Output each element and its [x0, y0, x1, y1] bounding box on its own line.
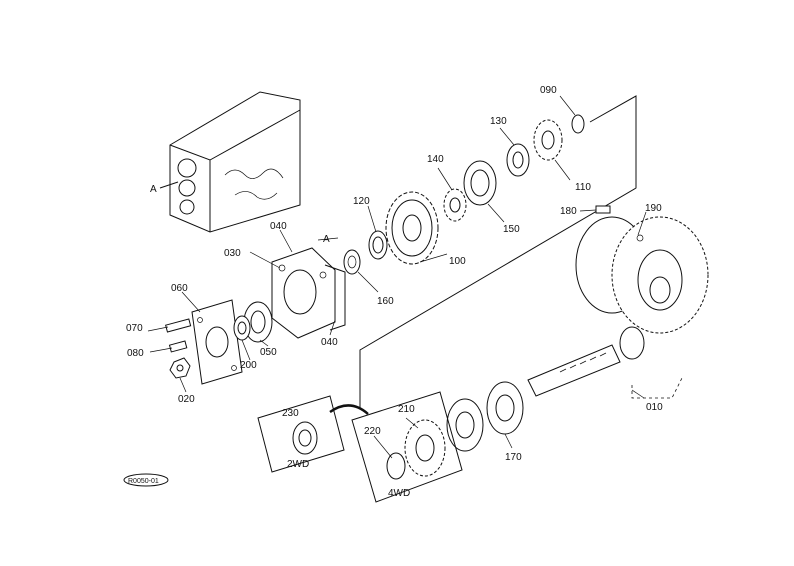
view-a-label-left: A [150, 184, 157, 195]
label-080: 080 [127, 348, 144, 359]
label-4wd: 4WD [388, 488, 410, 499]
shaft-010-bracket [631, 377, 683, 399]
gear-100 [385, 191, 439, 265]
washer-090 [571, 114, 585, 134]
label-070: 070 [126, 323, 143, 334]
label-190: 190 [645, 203, 662, 214]
label-020: 020 [178, 394, 195, 405]
label-040-bottom: 040 [321, 337, 338, 348]
washer-160 [343, 249, 361, 275]
label-130: 130 [490, 116, 507, 127]
bearing-130 [506, 143, 530, 177]
label-120: 120 [353, 196, 370, 207]
bolt-080 [168, 340, 188, 353]
flange-030 [271, 247, 336, 339]
bolt-070 [165, 318, 192, 333]
bolt-180 [595, 205, 611, 214]
group-2wd [257, 395, 345, 473]
link-arc [329, 404, 369, 415]
bearing-050 [233, 301, 273, 343]
nut-020 [169, 357, 191, 379]
sleeve-150 [463, 160, 497, 206]
label-090: 090 [540, 85, 557, 96]
bearing-170 [446, 381, 524, 452]
label-030: 030 [224, 248, 241, 259]
label-210: 210 [398, 404, 415, 415]
shaft-axis-line [359, 95, 637, 408]
label-180: 180 [560, 206, 577, 217]
taper-bearing-110 [533, 119, 563, 161]
pinion-shaft-010 [527, 326, 645, 397]
label-010: 010 [646, 402, 663, 413]
label-110: 110 [575, 182, 591, 193]
label-220: 220 [364, 426, 381, 437]
label-140: 140 [427, 154, 444, 165]
label-060: 060 [171, 283, 188, 294]
gearbox-housing [169, 91, 301, 233]
needle-bearing-120 [368, 230, 388, 260]
svg-text:R0050-01: R0050-01 [128, 478, 159, 485]
label-170: 170 [505, 452, 522, 463]
label-200: 200 [240, 360, 257, 371]
gasket-040 [324, 264, 346, 331]
gear-140 [443, 188, 467, 222]
cover-plate-060 [191, 299, 243, 385]
label-2wd: 2WD [287, 459, 309, 470]
label-230: 230 [282, 408, 299, 419]
label-150: 150 [503, 224, 520, 235]
figure-code-badge: R0050-01 [123, 473, 169, 487]
group-4wd [351, 391, 463, 503]
label-160: 160 [377, 296, 394, 307]
label-040-top: 040 [270, 221, 287, 232]
view-a-label-right: A [323, 234, 330, 245]
label-050: 050 [260, 347, 277, 358]
bevel-gear-190 [575, 216, 709, 334]
label-100: 100 [449, 256, 466, 267]
